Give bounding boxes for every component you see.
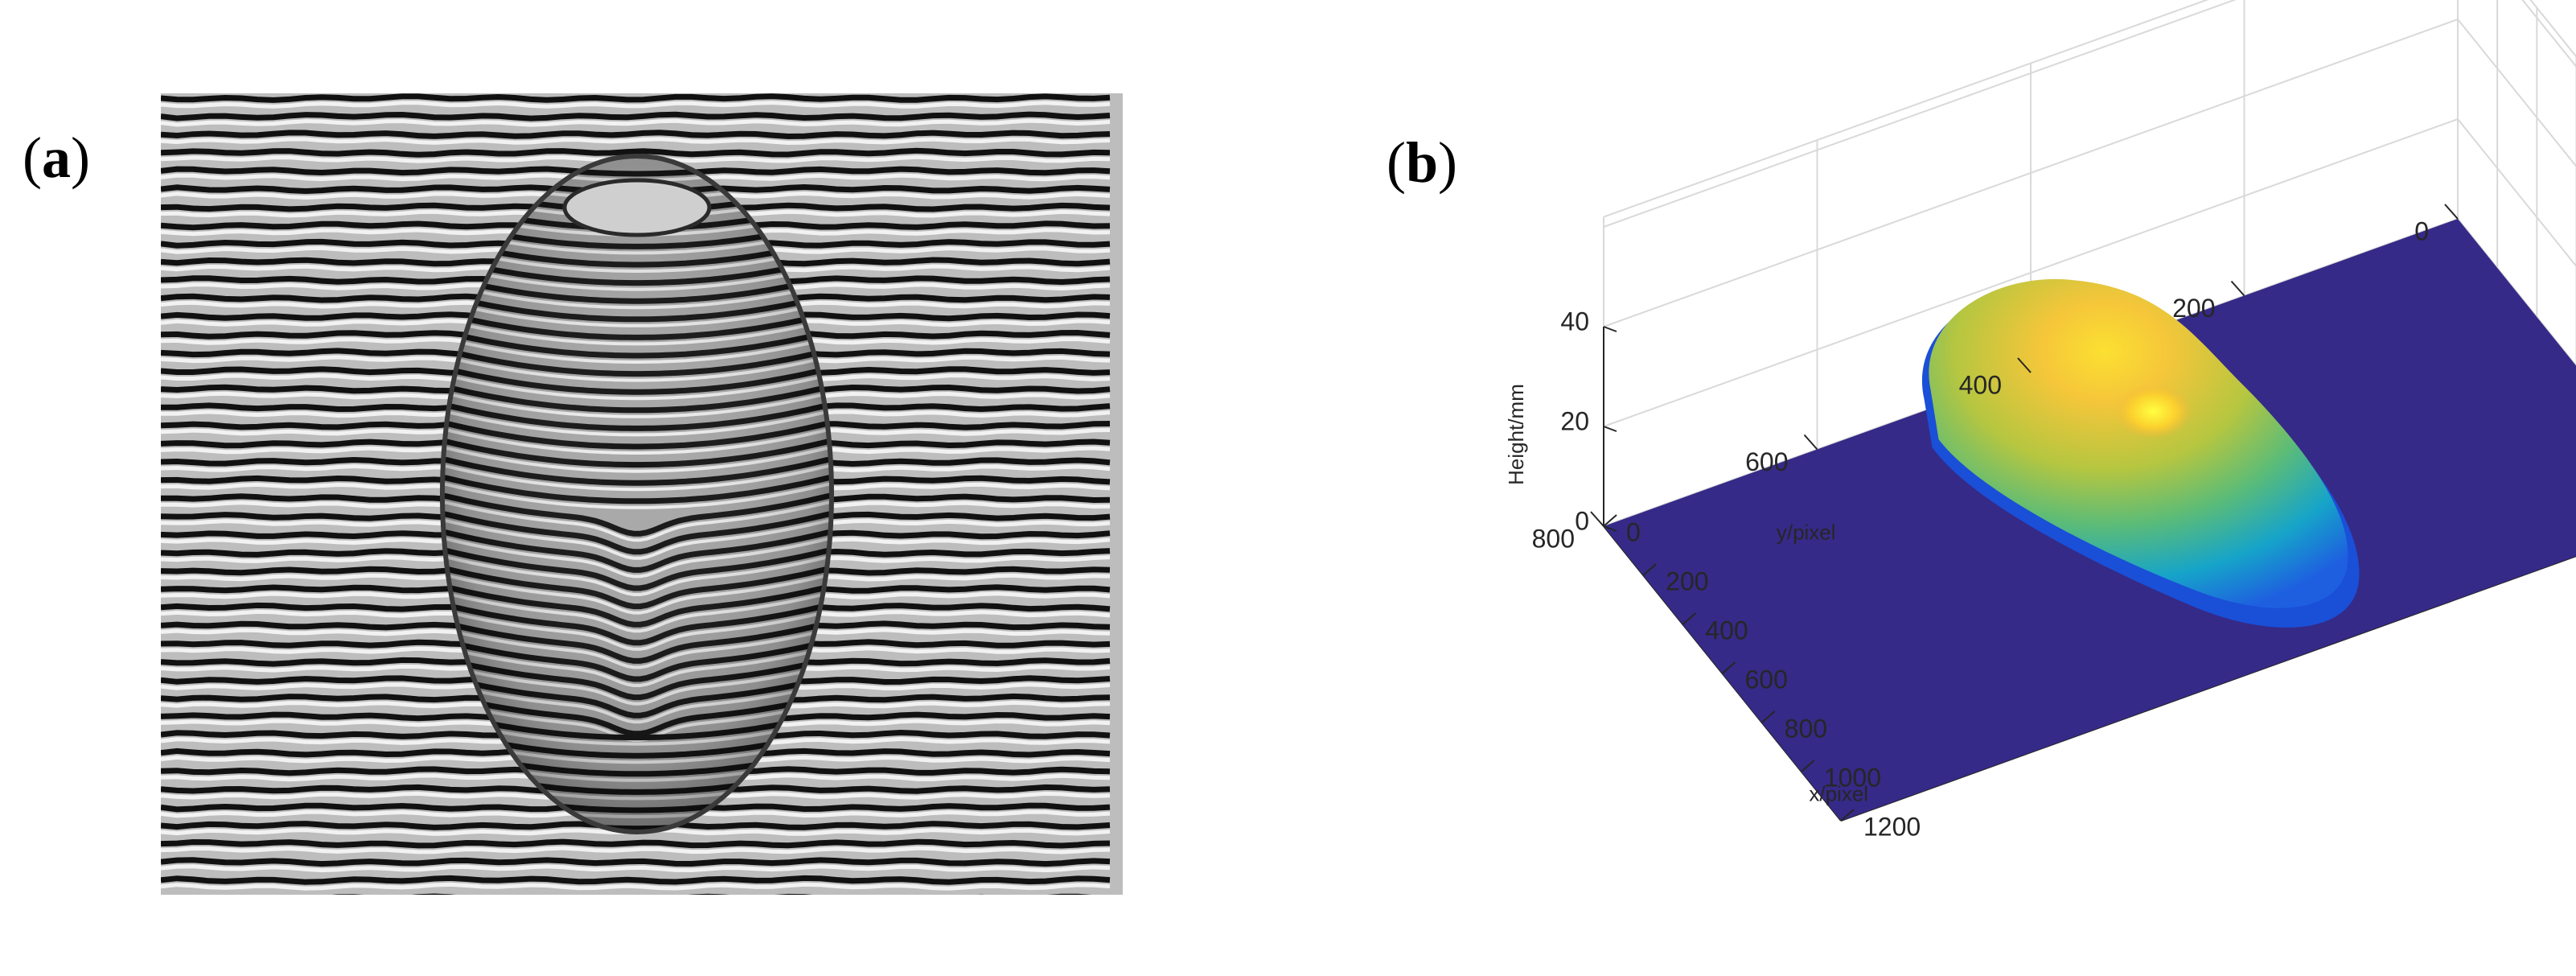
panel-label-b: (b) (1387, 134, 1457, 191)
x-tick-mark (1721, 661, 1736, 674)
fringe-line-light (161, 101, 1111, 109)
fringe-line-dark (161, 857, 1111, 867)
label-b-close: ) (1438, 130, 1458, 195)
surface-plot: 020040060080010001200020040060080002040 … (1504, 0, 2576, 841)
x-tick-label: 600 (1745, 665, 1788, 694)
y-tick-label: 0 (2414, 216, 2429, 245)
y-tick-label: 200 (2172, 294, 2215, 323)
box-edge-top-right (2529, 0, 2576, 58)
y-axis-label: y/pixel (1777, 520, 1836, 544)
grid-line-floor-y (2457, 218, 2576, 367)
x-tick-label: 0 (1626, 517, 1641, 546)
label-b-letter: b (1405, 130, 1439, 195)
box-edge-top-left (1603, 0, 2209, 218)
x-tick-label: 1000 (1824, 763, 1881, 792)
surface-object (1921, 278, 2360, 628)
z-tick-label: 0 (1575, 506, 1589, 535)
x-tick-mark (1682, 612, 1696, 625)
egg-top-cap (562, 178, 712, 237)
z-tick-mark (1603, 525, 1617, 532)
x-tick-mark (1801, 760, 1815, 772)
x-axis-label: x/pixel (1809, 781, 1868, 805)
fringe-pattern-image (161, 93, 1123, 895)
y-tick-mark (2444, 204, 2459, 220)
egg-object (442, 156, 832, 832)
fringe-line-light (161, 846, 1111, 855)
y-tick-label: 600 (1745, 447, 1788, 476)
x-tick-label: 200 (1666, 566, 1708, 595)
fringe-line-light (161, 864, 1111, 873)
x-tick-mark (1603, 514, 1617, 527)
grid-line-z-right (2457, 19, 2576, 167)
y-tick-mark (1803, 434, 1818, 451)
y-tick-label: 400 (1959, 370, 2002, 399)
grid-line-z-right (2521, 0, 2576, 68)
x-tick-mark (1642, 563, 1657, 576)
z-tick-mark (1603, 426, 1617, 432)
fringe-line-light (161, 118, 1111, 127)
x-tick-mark (1761, 710, 1776, 723)
z-axis-label: Height/mm (1504, 384, 1528, 485)
fringe-line-dark (161, 93, 1111, 103)
z-tick-label: 20 (1560, 406, 1589, 435)
x-tick-mark (1840, 809, 1855, 822)
y-tick-mark (1590, 511, 1604, 527)
label-b-open: ( (1387, 130, 1406, 195)
surface-object-body (1929, 278, 2348, 608)
fringe-line-dark (161, 130, 1111, 140)
x-tick-label: 400 (1705, 616, 1748, 644)
fringe-line-light (161, 137, 1111, 146)
tick-marks (1590, 204, 2459, 822)
egg-outline (440, 154, 834, 834)
z-tick-label: 40 (1560, 307, 1589, 336)
fringe-line-dark (161, 875, 1111, 885)
label-a-letter: a (41, 126, 71, 190)
y-tick-label: 800 (1532, 524, 1575, 553)
x-tick-label: 1200 (1863, 812, 1921, 841)
fringe-line-dark (161, 111, 1111, 121)
grid-line-z-left (1603, 0, 2237, 228)
fringe-line-dark (161, 147, 1111, 158)
panel-label-a: (a) (23, 129, 90, 187)
y-tick-mark (2230, 280, 2245, 297)
z-tick-mark (1603, 326, 1617, 332)
grid-line-z-left (1603, 19, 2459, 327)
x-tick-label: 800 (1785, 714, 1827, 743)
grid-line-z-right (2457, 118, 2576, 267)
y-tick-mark (2017, 357, 2032, 373)
grid-line-z-left (1603, 118, 2459, 427)
label-a-open: ( (23, 126, 42, 190)
surface-peak (2114, 384, 2192, 439)
fringe-line-light (161, 882, 1111, 891)
label-a-close: ) (70, 126, 90, 190)
fringe-line-dark (161, 838, 1111, 849)
